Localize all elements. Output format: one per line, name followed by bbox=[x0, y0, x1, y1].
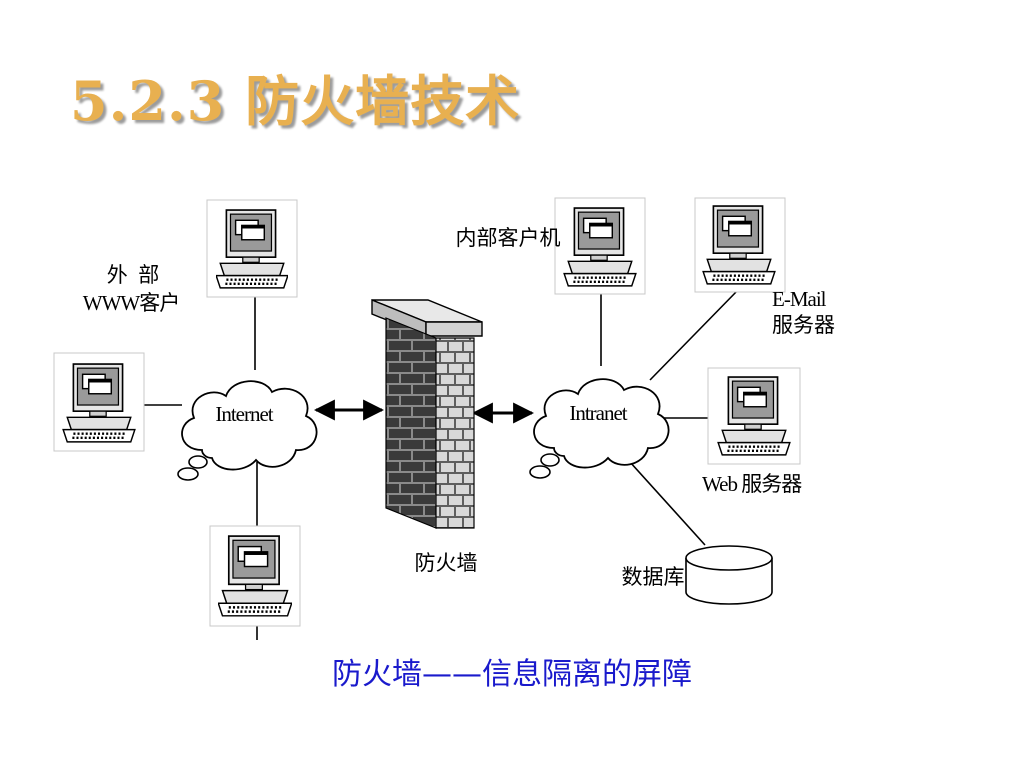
computer-icon-bottom-left bbox=[209, 525, 301, 627]
brick-wall-icon bbox=[371, 298, 483, 529]
web-server-label: Web 服务器 bbox=[702, 472, 802, 496]
email-server-label-line2: 服务器 bbox=[772, 313, 835, 337]
edge-intranet-database bbox=[629, 461, 706, 546]
firewall-label: 防火墙 bbox=[415, 551, 478, 575]
slide-caption: 防火墙——信息隔离的屏障 bbox=[332, 657, 692, 692]
computer-icon-www-client bbox=[53, 352, 145, 452]
email-server-label-line1: E-Mail bbox=[772, 287, 827, 311]
database-cylinder-icon bbox=[685, 545, 773, 605]
intranet-cloud: Intranet bbox=[528, 378, 670, 480]
edge-intranet-email-server bbox=[649, 289, 739, 381]
internet-cloud: Internet bbox=[177, 380, 318, 481]
internet-label: Internet bbox=[215, 402, 273, 426]
database-label: 数据库 bbox=[622, 565, 685, 589]
computer-icon-internal-client bbox=[554, 197, 646, 295]
computer-icon-web-server bbox=[707, 367, 801, 465]
intranet-label: Intranet bbox=[569, 401, 627, 425]
computer-icon-top-left bbox=[206, 199, 298, 298]
computer-icon-email-server bbox=[694, 197, 786, 293]
www-client-label-line1: 外 部 bbox=[107, 263, 160, 287]
internal-client-label: 内部客户机 bbox=[456, 226, 561, 250]
slide-title: 5.2.3 防火墙技术 bbox=[70, 69, 521, 133]
www-client-label-line2: WWW客户 bbox=[83, 291, 179, 315]
